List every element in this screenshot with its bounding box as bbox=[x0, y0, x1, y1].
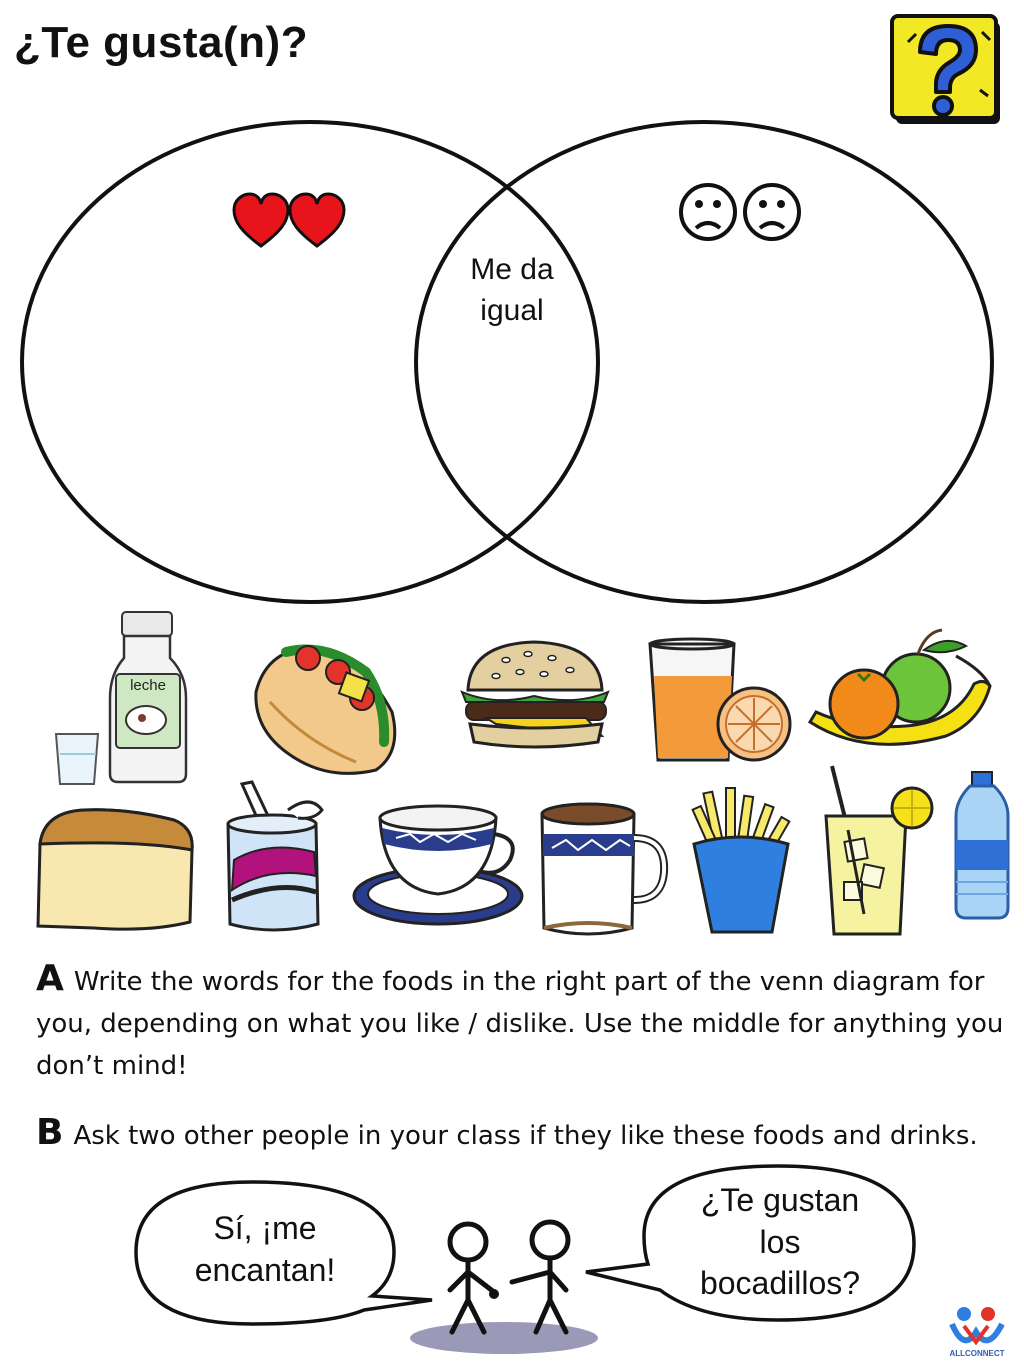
milk-label: leche bbox=[130, 677, 166, 694]
french-fries-icon bbox=[691, 787, 791, 934]
allconnect-logo: ALLCONNECT bbox=[949, 1307, 1005, 1358]
worksheet-title: ¿Te gusta(n)? bbox=[14, 18, 309, 67]
instruction-b-text: Ask two other people in your class if th… bbox=[73, 1121, 978, 1151]
right-speech-bubble bbox=[585, 1164, 916, 1322]
milk-bottle-icon: leche bbox=[54, 611, 188, 785]
left-speech-bubble bbox=[134, 1180, 433, 1326]
instruction-a-letter: A bbox=[36, 958, 64, 999]
teacup-icon bbox=[352, 804, 524, 926]
sandwich-roll-icon bbox=[254, 644, 397, 775]
question-line-2: los bbox=[759, 1223, 801, 1260]
question-line-3: bocadillos? bbox=[699, 1265, 861, 1302]
instruction-a-text: Write the words for the foods in the rig… bbox=[36, 967, 1004, 1081]
instruction-b: B Ask two other people in your class if t… bbox=[36, 1112, 1016, 1157]
venn-diagram bbox=[20, 120, 994, 604]
two-hearts-icon bbox=[232, 192, 346, 248]
answer-line-1: Sí, ¡me bbox=[213, 1210, 317, 1246]
venn-middle-label: Me da igual bbox=[470, 253, 554, 327]
instruction-b-letter: B bbox=[36, 1112, 64, 1153]
two-sad-faces-icon bbox=[679, 183, 801, 241]
lemonade-icon bbox=[824, 765, 934, 936]
bread-loaf-icon bbox=[36, 808, 194, 931]
fruit-bowl-icon bbox=[807, 628, 992, 746]
answer-line-2: encantan! bbox=[194, 1251, 336, 1288]
question-bubble-text: ¿Te gustan los bocadillos? bbox=[664, 1180, 896, 1305]
hamburger-icon bbox=[460, 640, 610, 749]
venn-right-circle bbox=[414, 120, 994, 604]
question-mark-icon bbox=[890, 14, 1000, 124]
svg-text:ALLCONNECT: ALLCONNECT bbox=[949, 1349, 1004, 1358]
soda-can-icon bbox=[226, 780, 324, 932]
water-bottle-icon bbox=[954, 771, 1010, 920]
dialogue-scene bbox=[134, 1164, 916, 1354]
hot-chocolate-mug-icon bbox=[540, 802, 669, 936]
stick-figures-icon bbox=[447, 1219, 571, 1335]
venn-left-circle bbox=[20, 120, 600, 604]
orange-juice-icon bbox=[648, 637, 792, 762]
question-line-1: ¿Te gustan bbox=[700, 1182, 860, 1218]
answer-bubble-text: Sí, ¡me encantan! bbox=[160, 1208, 370, 1291]
